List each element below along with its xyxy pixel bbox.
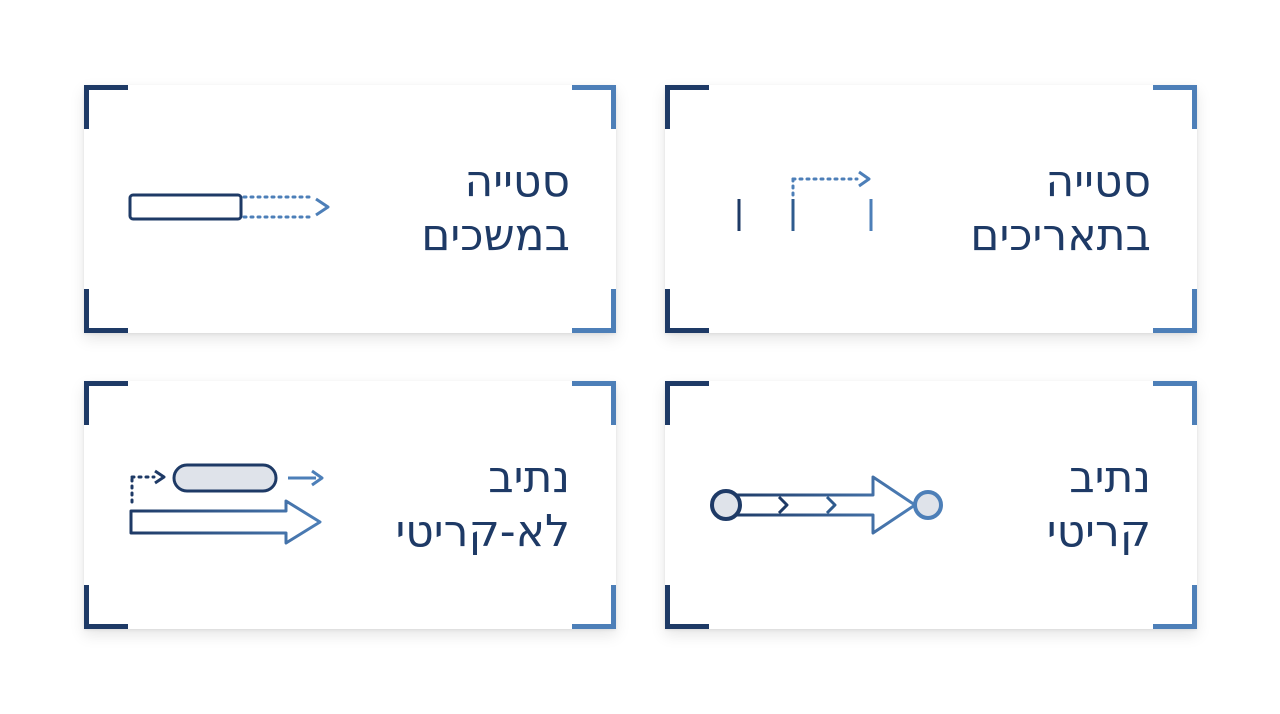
card-label: סטייה במשכים — [421, 155, 570, 263]
label-line-2: לא-קריטי — [395, 506, 570, 557]
label-line-1: נתיב — [488, 452, 570, 503]
label-line-2: קריטי — [1046, 506, 1151, 557]
duration-bar-extension-icon — [128, 193, 330, 221]
non-critical-path-card: נתיב לא-קריטי — [84, 381, 616, 629]
card-label: נתיב לא-קריטי — [395, 451, 570, 559]
critical-path-icon — [710, 475, 943, 535]
duration-deviation-card: סטייה במשכים — [84, 85, 616, 333]
card-label: נתיב קריטי — [1047, 451, 1151, 559]
label-line-1: נתיב — [1069, 452, 1151, 503]
label-line-1: סטייה — [1045, 156, 1151, 207]
timeline-date-shift-icon — [711, 170, 897, 231]
card-label: סטייה בתאריכים — [970, 155, 1151, 263]
critical-path-card: נתיב קריטי — [665, 381, 1197, 629]
label-line-2: במשכים — [421, 210, 570, 261]
non-critical-path-icon — [129, 463, 324, 545]
label-line-2: בתאריכים — [970, 210, 1151, 261]
label-line-1: סטייה — [464, 156, 570, 207]
date-deviation-card: סטייה בתאריכים — [665, 85, 1197, 333]
